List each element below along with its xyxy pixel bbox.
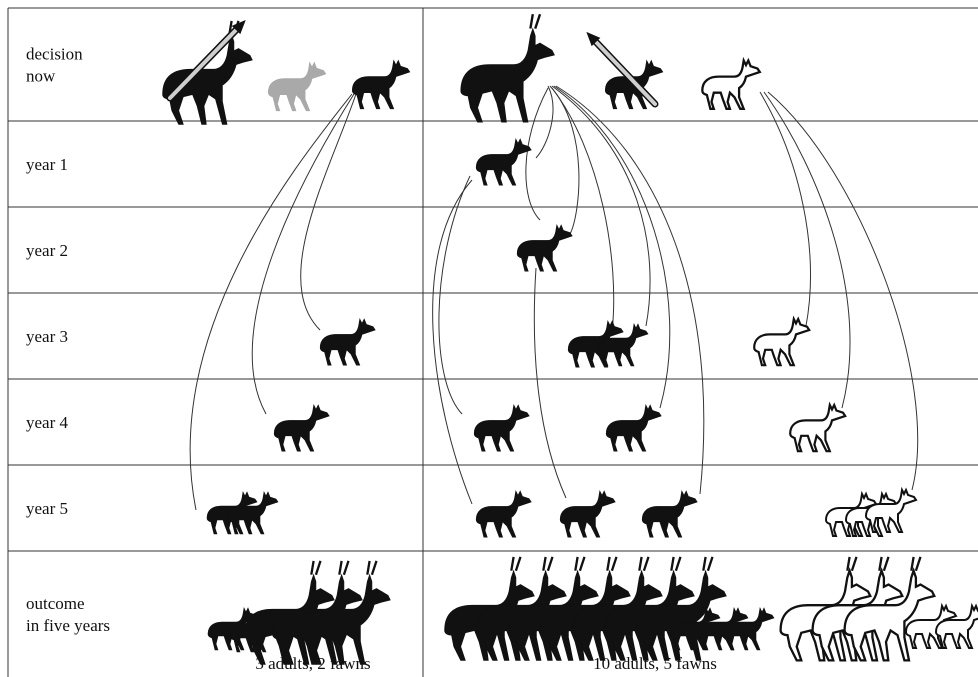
row-label-5-line-0: year 5 [26,499,68,518]
lineage-line [301,94,356,330]
fawn-icon [642,491,697,537]
spear-icon [586,32,655,104]
deer-icon [845,557,935,661]
left-outcome-caption: 3 adults, 2 fawns [255,654,370,673]
row-label-1-line-0: year 1 [26,155,68,174]
deer-icon [461,14,555,122]
row-labels: decision now year 1 year 2 year 3 year 4 year … [26,45,110,636]
row-label-4-line-0: year 4 [26,413,69,432]
fawn-icon [352,61,410,109]
fawn-icon [790,405,845,451]
row-label-6-line-1: in five years [26,616,110,635]
lineage-line [433,180,472,504]
fawn-icon [274,405,329,451]
row-label-2-line-0: year 2 [26,241,68,260]
deer-icon [637,557,727,661]
fawn-icon [517,225,572,271]
lineage-line [252,94,354,414]
lineage-line [439,176,470,414]
lineage-line [554,86,670,408]
fawn-icon [268,63,326,111]
right-outcome-caption: 10 adults, 5 fawns [593,654,717,673]
lineage-line [526,88,548,220]
grid [8,8,978,677]
fawn-icon [320,319,375,365]
lineage-line [534,268,566,498]
animals [163,14,978,664]
row-label-6-line-0: outcome [26,594,85,613]
row-label-0-line-0: decision [26,45,83,64]
fawn-icon [474,405,529,451]
fawn-icon [866,490,916,532]
fawn-icon [476,491,531,537]
fawn-icon [754,319,809,365]
lineage-line [760,92,810,326]
fawn-icon [724,608,774,650]
row-label-0-line-1: now [26,67,56,86]
deer-icon [163,21,253,125]
lineage-line [536,86,553,158]
row-label-3-line-0: year 3 [26,327,68,346]
fawn-icon [702,61,760,109]
fawn-icon [476,139,531,185]
fawn-icon [560,491,615,537]
fawn-icon [606,405,661,451]
fawn-icon [598,324,648,366]
lineage-line [190,94,352,510]
lineage-line [550,86,579,234]
